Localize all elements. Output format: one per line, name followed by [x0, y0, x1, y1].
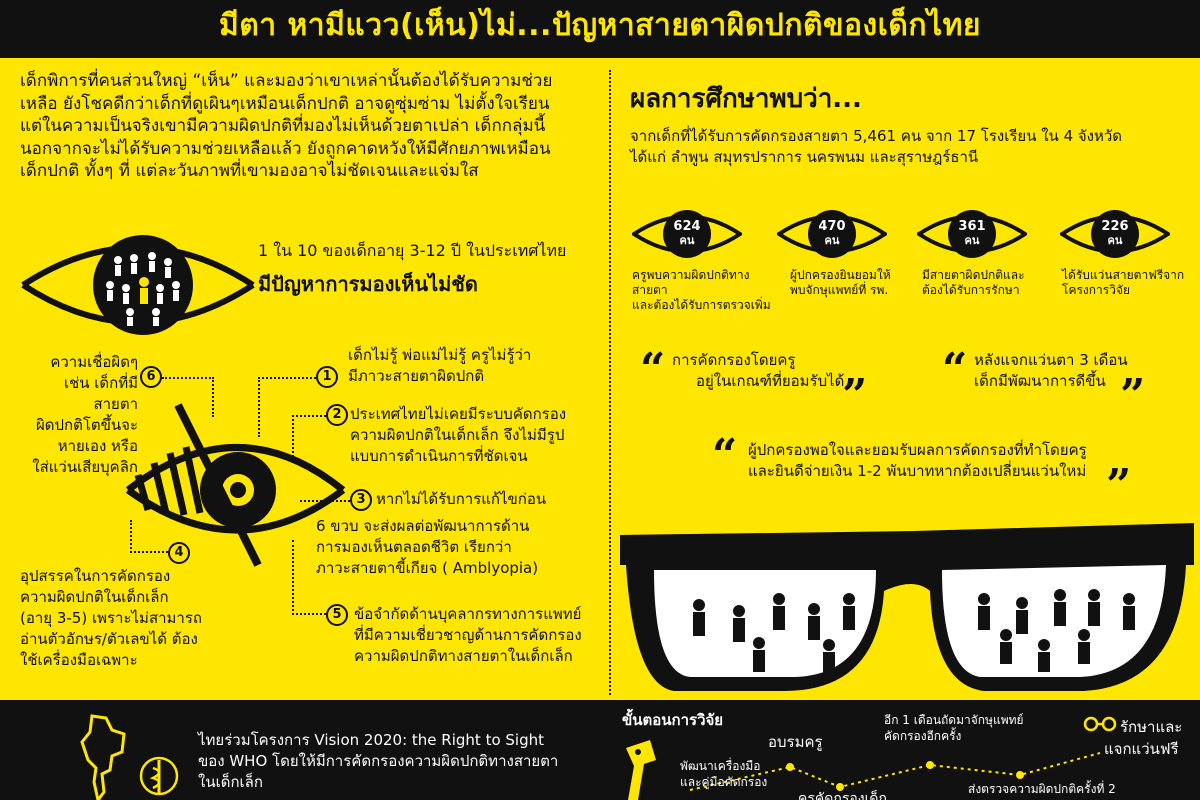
eye-children-illustration	[21, 235, 255, 335]
quote-3: ผู้ปกครองพอใจและยอมรับผลการคัดกรองที่ทำโ…	[748, 441, 1087, 480]
vision-2020-text: ไทยร่วมโครงการ Vision 2020: the Right to…	[198, 731, 559, 791]
intro-line: นอกจากจะไม่ได้รับความช่วยเหลือแล้ว ยังถู…	[20, 138, 551, 159]
point-number-circle: 2	[326, 404, 348, 426]
eye-stat-label: ครูพบความผิดปกติทางสายตา และต้องได้รับกา…	[632, 268, 771, 312]
findings-description: จากเด็กที่ได้รับการคัดกรองสายตา 5,461 คน…	[630, 127, 1123, 166]
connector-line	[292, 540, 326, 615]
open-quote-mark: “	[942, 344, 968, 395]
open-quote-mark: “	[640, 344, 666, 395]
page-title: มีตา หามีแวว(เห็น)ไม่...ปัญหาสายตาผิดปกต…	[218, 8, 982, 43]
point-3-text: 6 ขวบ จะส่งผลต่อพัฒนาการด้าน การมองเห็นต…	[316, 517, 539, 577]
eye-stat-value: 361 คน	[958, 219, 986, 248]
point-5-text: ข้อจำกัดด้านบุคลากรทางการแพทย์ ที่มีความ…	[354, 605, 582, 665]
close-quote-mark: ”	[1120, 370, 1146, 421]
step-second-check: ส่งตรวจความผิดปกติครั้งที่ 2	[968, 782, 1116, 796]
eye-stat-label: ผู้ปกครองยินยอมให้ พบจักษุแพทย์ที่ รพ.	[790, 268, 891, 297]
intro-line: เด็กพิการที่คนส่วนใหญ่ “เห็น” และมองว่าเ…	[20, 71, 553, 91]
step-train-teachers: อบรมครู	[768, 733, 823, 751]
thailand-map-icon	[80, 714, 126, 800]
eye-icon	[632, 210, 742, 258]
point-number-circle: 4	[168, 542, 190, 564]
research-steps-title: ขั้นตอนการวิจัย	[622, 711, 724, 729]
eye-stat-label: มีสายตาผิดปกติและ ต้องได้รับการรักษา	[922, 268, 1025, 297]
connector-line	[300, 500, 350, 502]
stat-line-2: มีปัญหาการมองเห็นไม่ชัด	[258, 272, 478, 296]
eye-stat-value: 470 คน	[818, 219, 846, 248]
steps-dotted-path	[689, 752, 1101, 791]
quote-2: หลังแจกแว่นตา 3 เดือน เด็กมีพัฒนาการดีขึ…	[974, 351, 1128, 390]
connector-line	[258, 377, 316, 437]
glasses-icon	[1083, 716, 1117, 732]
point-number-circle: 3	[350, 489, 372, 511]
eye-stat-label: ได้รับแว่นสายตาฟรีจาก โครงการวิจัย	[1062, 268, 1185, 297]
point-6-text: ความเชื่อผิดๆ เช่น เด็กที่มีสายตา ผิดปกต…	[32, 353, 138, 476]
eye-icon	[1060, 210, 1170, 258]
connector-line	[162, 377, 214, 417]
intro-line: แต่ในความเป็นจริงเขามีความผิดปกติที่มองไ…	[20, 116, 546, 136]
connector-line	[130, 520, 168, 553]
step-ophthalmologist-screening: อีก 1 เดือนถัดมาจักษุแพทย์ คัดกรองอีกครั…	[884, 713, 1024, 743]
point-1-text: เด็กไม่รู้ พ่อแม่ไม่รู้ ครูไม่รู้ว่า มีภ…	[348, 346, 532, 385]
eye-icon	[917, 210, 1027, 258]
eye-stat-value: 226 คน	[1101, 219, 1129, 248]
close-quote-mark: ”	[842, 370, 868, 421]
title-bar	[0, 0, 1200, 58]
eye-stat-value: 624 คน	[673, 219, 701, 248]
glasses-illustration	[620, 523, 1194, 691]
step-treat-free-glasses: รักษาและ แจกแว่นฟรี	[1104, 718, 1183, 758]
column-divider	[609, 70, 611, 695]
step-teacher-screening: ครูคัดกรองเด็ก	[798, 791, 887, 800]
intro-line: เด็กปกติ ทั้งๆ ที่ แต่ละวันภาพที่เขามองอ…	[20, 161, 479, 181]
crossed-eye-illustration	[125, 403, 346, 567]
intro-line: เหลือ ยังโชคดีกว่าเด็กที่ดูเผินๆเหมือนเด…	[20, 93, 550, 114]
point-number-circle: 1	[316, 366, 338, 388]
quote-1: การคัดกรองโดยครู อยู่ในเกณฑ์ที่ยอมรับได้	[672, 351, 845, 390]
stat-line-1: 1 ใน 10 ของเด็กอายุ 3-12 ปี ในประเทศไทย	[258, 241, 567, 260]
findings-heading: ผลการศึกษาพบว่า...	[630, 84, 862, 114]
bottom-bar	[0, 700, 1200, 800]
intro-paragraph: เด็กพิการที่คนส่วนใหญ่ “เห็น” และมองว่าเ…	[20, 70, 600, 183]
connector-line	[292, 415, 326, 461]
close-quote-mark: ”	[1106, 460, 1132, 511]
point-4-text: อุปสรรคในการคัดกรอง ความผิดปกติในเด็กเล็…	[20, 567, 202, 669]
point-number-circle: 5	[326, 604, 348, 626]
point-2-text: ประเทศไทยไม่เคยมีระบบคัดกรอง ความผิดปกติ…	[350, 405, 567, 465]
who-logo-icon	[139, 756, 179, 796]
eye-chart-tool-icon	[626, 740, 656, 800]
step-develop-tools: พัฒนาเครื่องมือ และคู่มือคัดกรอง	[680, 759, 768, 789]
eye-icon	[777, 210, 887, 258]
point-3-text-first: หากไม่ได้รับการแก้ไขก่อน	[376, 490, 547, 508]
point-number-circle: 6	[140, 366, 162, 388]
open-quote-mark: “	[712, 430, 738, 481]
